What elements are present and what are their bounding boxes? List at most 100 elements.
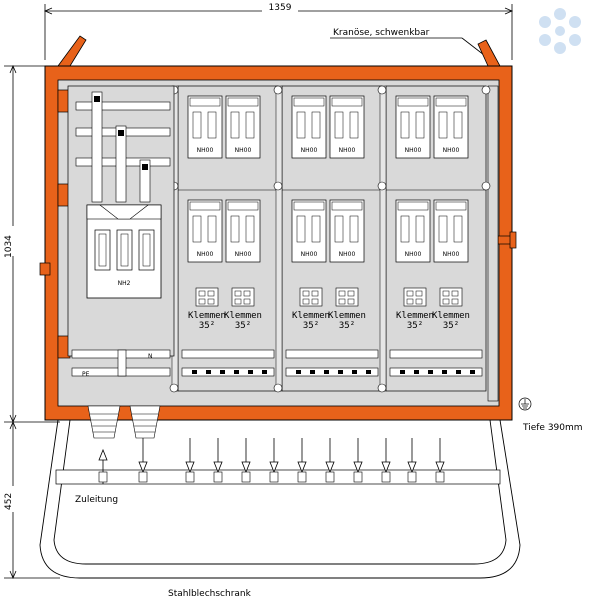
fuse-label: NH00 xyxy=(301,147,318,154)
terminal-screw xyxy=(262,370,267,374)
fuse-holder xyxy=(329,95,365,159)
terminal-screw xyxy=(428,370,433,374)
arrow-down-icon xyxy=(325,438,335,483)
fuse-holder xyxy=(225,95,261,159)
feed-label: Zuleitung xyxy=(75,495,118,505)
terminal-size: 35² xyxy=(443,321,459,331)
arrow-up-icon xyxy=(98,448,108,484)
terminal-icon xyxy=(439,287,463,307)
pe-bar xyxy=(285,367,379,377)
terminal-screw xyxy=(220,370,225,374)
bolt xyxy=(481,85,491,95)
fuse-label: NH00 xyxy=(301,251,318,258)
fuse-holder xyxy=(433,199,469,263)
fuse-holder xyxy=(291,95,327,159)
cable-glands xyxy=(87,405,161,439)
terminal-size: 35² xyxy=(199,321,215,331)
terminal-label: Klemmen xyxy=(292,311,330,321)
terminal-icon xyxy=(231,287,255,307)
terminal-screw xyxy=(324,370,329,374)
terminal-label: Klemmen xyxy=(328,311,366,321)
fuse-label: NH00 xyxy=(339,147,356,154)
arrow-down-icon xyxy=(138,438,148,483)
fuse-holder xyxy=(187,95,223,159)
fuse-label: NH00 xyxy=(339,251,356,258)
depth-label: Tiefe 390mm xyxy=(522,423,583,433)
logo-icon xyxy=(539,8,581,54)
fuse-label: NH00 xyxy=(405,251,422,258)
bolt xyxy=(377,383,387,393)
arrow-down-icon xyxy=(241,438,251,483)
terminal-size: 35² xyxy=(407,321,423,331)
pe-bar xyxy=(389,367,483,377)
height-base-label: 452 xyxy=(2,486,14,512)
terminal-screw xyxy=(352,370,357,374)
terminal-labels: Klemmen35²Klemmen35²Klemmen35²Klemmen35²… xyxy=(188,311,470,331)
fuse-label: NH00 xyxy=(235,251,252,258)
fuse-holder xyxy=(395,199,431,263)
terminal-screw xyxy=(310,370,315,374)
cabinet-base xyxy=(39,419,521,579)
arrow-down-icon xyxy=(213,438,223,483)
material-label: Stahlblechschrank xyxy=(168,589,252,599)
terminal-screw xyxy=(400,370,405,374)
arrow-down-icon xyxy=(407,438,417,483)
terminal-screw xyxy=(192,370,197,374)
crane-eye-leader xyxy=(461,37,485,56)
bolt xyxy=(273,383,283,393)
section-post xyxy=(275,85,283,392)
bolt xyxy=(481,181,491,191)
fuse-label: NH00 xyxy=(197,147,214,154)
fuse-holder xyxy=(225,199,261,263)
height-cabinet-label: 1034 xyxy=(2,226,14,258)
terminal-screw xyxy=(470,370,475,374)
n-label: N xyxy=(148,353,153,360)
terminal-label: Klemmen xyxy=(188,311,226,321)
terminal-screw xyxy=(234,370,239,374)
terminal-screw xyxy=(296,370,301,374)
terminal-size: 35² xyxy=(339,321,355,331)
bolt xyxy=(377,181,387,191)
terminal-icon xyxy=(195,287,219,307)
neutral-bar xyxy=(389,349,483,359)
terminal-size: 35² xyxy=(235,321,251,331)
arrow-down-icon xyxy=(353,438,363,483)
arrow-down-icon xyxy=(185,438,195,483)
section-post xyxy=(379,85,387,392)
terminal-screw xyxy=(456,370,461,374)
arrow-down-icon xyxy=(381,438,391,483)
fuse-holder xyxy=(291,199,327,263)
main-fuse-section: NH2 xyxy=(67,85,175,377)
terminal-label: Klemmen xyxy=(432,311,470,321)
crane-eye-label: Kranöse, schwenkbar xyxy=(333,28,430,38)
terminal-label: Klemmen xyxy=(224,311,262,321)
svg-text:452: 452 xyxy=(4,493,14,510)
pe-label: PE xyxy=(82,371,90,378)
fuse-holder xyxy=(329,199,365,263)
arrow-down-icon xyxy=(297,438,307,483)
svg-text:1034: 1034 xyxy=(4,235,14,258)
arrow-down-icon xyxy=(435,438,445,483)
ground-icon xyxy=(518,397,532,411)
terminal-screw xyxy=(248,370,253,374)
bolt xyxy=(273,85,283,95)
bolt xyxy=(273,181,283,191)
neutral-bar xyxy=(181,349,275,359)
terminal-screw xyxy=(338,370,343,374)
right-rail xyxy=(487,85,499,402)
fuse-label: NH00 xyxy=(235,147,252,154)
fuse-label: NH00 xyxy=(443,147,460,154)
neutral-bar xyxy=(285,349,379,359)
fuse-label: NH00 xyxy=(443,251,460,258)
fuse-label: NH00 xyxy=(197,251,214,258)
main-fuse-label: NH2 xyxy=(118,280,131,287)
terminal-screw xyxy=(206,370,211,374)
crane-eye-left xyxy=(57,35,87,67)
terminal-screw xyxy=(442,370,447,374)
terminal-screw xyxy=(366,370,371,374)
bolt xyxy=(169,383,179,393)
left-hinges xyxy=(39,89,71,359)
arrow-down-icon xyxy=(269,438,279,483)
